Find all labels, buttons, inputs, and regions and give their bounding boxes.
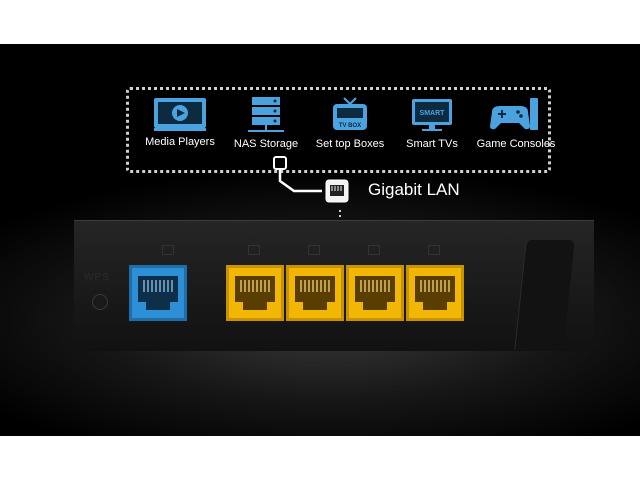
device-media-players: Media Players bbox=[140, 96, 220, 148]
media-player-icon bbox=[154, 98, 206, 131]
ethernet-jack-icon bbox=[295, 276, 335, 310]
lan-port-3 bbox=[346, 265, 404, 321]
device-label: Set top Boxes bbox=[315, 138, 385, 150]
ethernet-jack-icon bbox=[235, 276, 275, 310]
wps-label: WPS bbox=[84, 272, 110, 283]
ethernet-jack-icon bbox=[138, 276, 178, 310]
wps-button bbox=[92, 294, 108, 310]
device-label: NAS Storage bbox=[233, 138, 299, 150]
device-set-top-boxes: TV BOX Set top Boxes bbox=[310, 96, 390, 150]
device-label: Game Consoles bbox=[476, 138, 556, 150]
lan-port-marker bbox=[428, 245, 440, 255]
lan-port-4 bbox=[406, 265, 464, 321]
ethernet-jack-icon bbox=[355, 276, 395, 310]
smart-tv-icon: SMART bbox=[412, 99, 452, 131]
smart-text: SMART bbox=[420, 110, 446, 117]
tv-box-icon: TV BOX bbox=[333, 97, 367, 130]
device-game-consoles: Game Consoles bbox=[476, 96, 556, 150]
cable-connector-icon bbox=[273, 156, 349, 203]
tv-box-text: TV BOX bbox=[339, 123, 361, 129]
lan-port-marker bbox=[368, 245, 380, 255]
wan-port bbox=[129, 265, 187, 321]
device-label: Smart TVs bbox=[406, 138, 458, 150]
lan-port-marker bbox=[248, 245, 260, 255]
device-smart-tvs: SMART Smart TVs bbox=[392, 96, 472, 150]
device-label: Media Players bbox=[145, 136, 215, 148]
lan-port-marker bbox=[308, 245, 320, 255]
game-console-icon bbox=[490, 98, 538, 130]
lan-port-1 bbox=[226, 265, 284, 321]
devices-dotted-frame bbox=[126, 87, 551, 173]
lan-port-2 bbox=[286, 265, 344, 321]
wan-port-marker bbox=[162, 245, 174, 255]
device-nas-storage: NAS Storage bbox=[226, 96, 306, 150]
gigabit-lan-label: Gigabit LAN bbox=[368, 180, 460, 199]
ethernet-jack-icon bbox=[415, 276, 455, 310]
nas-storage-icon bbox=[248, 97, 284, 132]
